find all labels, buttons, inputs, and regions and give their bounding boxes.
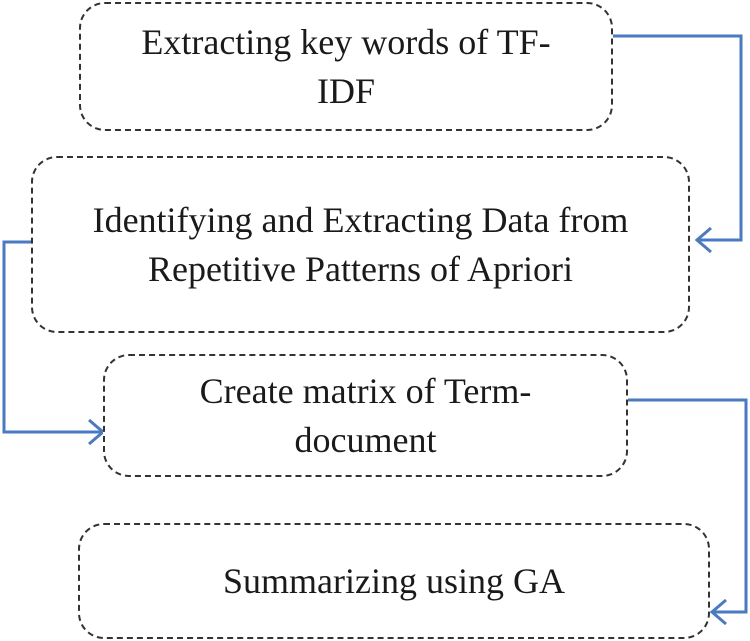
arrowhead-step4 xyxy=(709,598,727,626)
step-text-line: Repetitive Patterns of Apriori xyxy=(148,248,573,289)
step-text-line: Extracting key words of TF- xyxy=(141,21,551,62)
step-text-line: Summarizing using GA xyxy=(223,560,565,601)
step-box-term-document-matrix: Create matrix of Term- document xyxy=(103,354,628,477)
step-text-line: IDF xyxy=(316,70,375,111)
step-text-line: Identifying and Extracting Data from xyxy=(92,199,629,240)
connector-step3-to-step4 xyxy=(628,398,748,614)
connector-step2-to-step3 xyxy=(2,240,103,434)
step-text-line: document xyxy=(294,419,437,460)
step-text-line: Create matrix of Term- xyxy=(199,370,532,411)
step-text: Create matrix of Term- document xyxy=(200,367,532,465)
step-text: Identifying and Extracting Data from Rep… xyxy=(93,196,629,294)
connector-step1-to-step2 xyxy=(613,34,743,242)
step-box-apriori-patterns: Identifying and Extracting Data from Rep… xyxy=(31,156,690,333)
arrowhead-step2 xyxy=(694,226,712,254)
step-text: Extracting key words of TF- IDF xyxy=(141,18,550,116)
step-box-summarize-ga: Summarizing using GA xyxy=(78,523,710,639)
step-box-extract-keywords: Extracting key words of TF- IDF xyxy=(79,2,613,131)
step-text: Summarizing using GA xyxy=(223,557,565,606)
